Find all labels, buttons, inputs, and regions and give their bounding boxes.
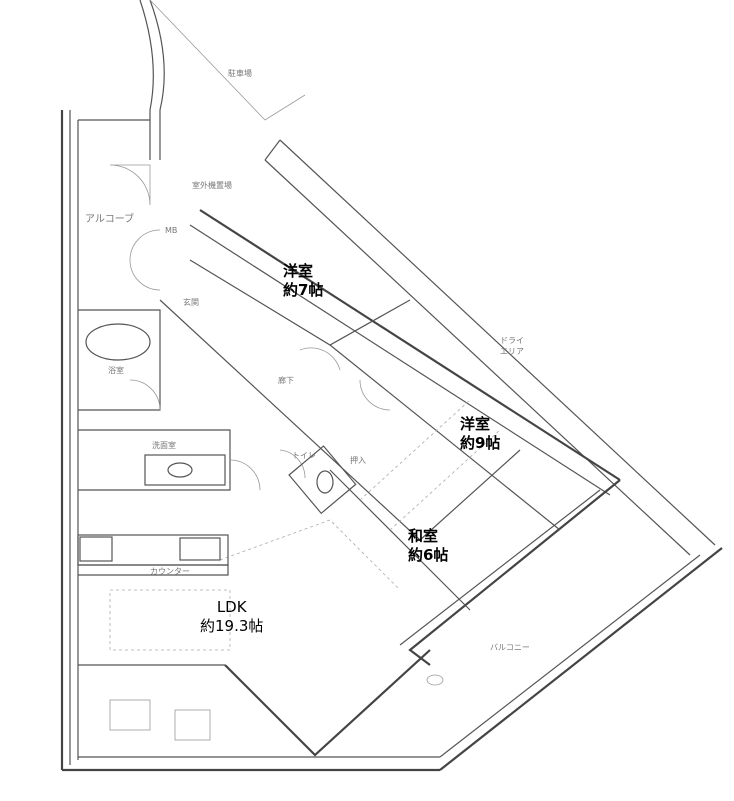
southeast-wall-inner	[399, 489, 601, 646]
balcony-drain	[426, 674, 444, 686]
washroom-door	[229, 459, 261, 491]
alcove-door	[129, 229, 161, 291]
room-name: 和室	[408, 527, 439, 545]
bath-door	[129, 379, 161, 411]
balcony-inner-wall	[439, 554, 701, 758]
counter-bar	[78, 564, 229, 576]
alcove-label: アルコーブ	[85, 214, 135, 225]
room-label-western-9: 洋室 約9帖	[460, 415, 500, 453]
room-name: LDK	[216, 598, 247, 616]
corridor-curve-wall-inner	[149, 0, 165, 160]
wash-basin	[144, 454, 226, 486]
sink-bowl	[167, 462, 193, 478]
bath-walls	[78, 309, 161, 411]
balcony-hatch	[174, 709, 211, 741]
room-size: 約6帖	[408, 546, 449, 564]
toilet-label: トイレ	[292, 451, 316, 460]
counter-label: カウンター	[150, 567, 190, 576]
room-size: 約19.3帖	[200, 617, 264, 635]
entrance-label: 玄関	[183, 298, 199, 307]
outdoor-unit-label: 室外機置場	[192, 181, 232, 190]
balcony-outer-wall	[439, 547, 723, 771]
western9-japanese-wall	[329, 344, 561, 531]
meter-box-label: MB	[165, 226, 178, 235]
kitchen-sink	[179, 537, 221, 561]
washroom-label: 洗面室	[152, 441, 176, 450]
hallway-label: 廊下	[278, 376, 294, 385]
room-size: 約9帖	[460, 434, 501, 452]
western9-door	[359, 379, 391, 411]
balcony-label: バルコニー	[490, 643, 530, 652]
closet-label: 押入	[350, 456, 366, 465]
balcony-unit	[109, 699, 151, 731]
ldk-rug	[109, 589, 231, 651]
parking-label: 駐車場	[228, 69, 252, 78]
ldk-ceiling-line	[219, 519, 401, 591]
room-size: 約7帖	[283, 281, 324, 299]
room-label-japanese: 和室 約6帖	[408, 527, 448, 565]
dry-area-label: ドライエリア	[500, 336, 524, 356]
western7-door	[299, 347, 341, 371]
southeast-wall	[408, 479, 621, 666]
washroom-walls	[78, 429, 231, 491]
bathtub	[85, 323, 151, 361]
front-door	[109, 164, 151, 206]
japanese-room-walls	[329, 449, 521, 611]
toilet-room	[288, 445, 357, 515]
northeast-wall-inner	[189, 224, 611, 496]
toilet-door	[279, 449, 306, 479]
parking-boundary	[149, 0, 306, 121]
ldk-window-wall	[224, 649, 431, 757]
room-label-ldk: LDK 約19.3帖	[200, 598, 263, 636]
room-name: 洋室	[460, 415, 491, 433]
room-name: 洋室	[283, 262, 314, 280]
tatami-lines	[359, 399, 501, 531]
dry-area-walls	[264, 139, 716, 556]
toilet-fixture	[316, 470, 334, 494]
corridor-curve-wall	[139, 0, 154, 160]
dry-area-end	[264, 139, 281, 161]
stove	[79, 536, 113, 562]
room-label-western-7: 洋室 約7帖	[283, 262, 323, 300]
northeast-wall	[199, 209, 621, 481]
hallway-wall	[159, 299, 421, 541]
bath-label: 浴室	[108, 366, 124, 375]
